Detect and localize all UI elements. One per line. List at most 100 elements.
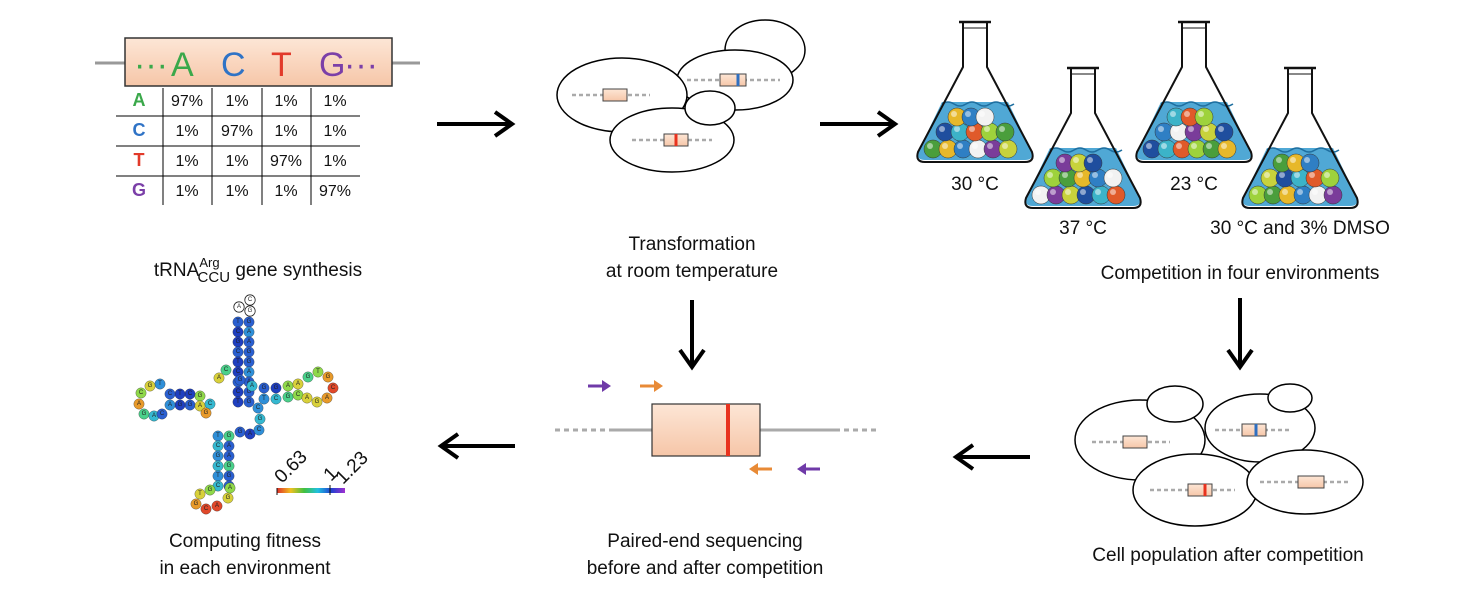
svg-text:C: C <box>204 506 209 512</box>
sequencing-panel: Paired-end sequencing before and after c… <box>555 380 880 579</box>
fitness-panel: ACGTGCAGACGTGCAGACGTGCAGACGTGCAGACGTGCAG… <box>133 294 373 579</box>
primer-forward-inner <box>640 380 663 392</box>
svg-text:C: C <box>256 405 261 411</box>
nucleotide <box>164 399 176 411</box>
cell-ball <box>1217 139 1237 159</box>
competition-panel: 30 °C 37 °C 23 °C 30 °C and 3% DMSO Comp… <box>916 20 1390 284</box>
nucleotide <box>311 396 323 408</box>
svg-text:G: G <box>238 429 243 435</box>
svg-text:G: G <box>227 433 232 439</box>
scale-label-max: 1.23 <box>332 448 373 489</box>
svg-text:T: T <box>216 433 220 439</box>
nucleotide <box>200 407 212 419</box>
trna-cloverleaf: ACGTGCAGACGTGCAGACGTGCAGACGTGCAGACGTGCAG… <box>133 294 339 515</box>
svg-text:A: A <box>247 369 251 375</box>
nucleotide <box>321 392 333 404</box>
nucleotide <box>292 378 304 390</box>
mutation-table <box>116 88 360 205</box>
competition-caption: Competition in four environments <box>1101 263 1380 284</box>
nucleotide <box>156 408 168 420</box>
table-row-label: G <box>132 180 146 200</box>
nucleotide <box>301 392 313 404</box>
sequence-trail: ··· <box>344 46 378 84</box>
nucleotide <box>144 380 156 392</box>
cell-ball <box>1214 122 1234 142</box>
nucleotide <box>244 305 256 317</box>
svg-text:T: T <box>316 369 320 375</box>
svg-text:G: G <box>226 495 231 501</box>
svg-text:T: T <box>236 399 240 405</box>
table-cell: 97% <box>270 153 302 170</box>
table-row-label: T <box>134 150 145 170</box>
arrow-down-2 <box>1226 298 1254 371</box>
svg-text:A: A <box>286 383 290 389</box>
nucleotide <box>200 503 212 515</box>
nucleotide <box>270 393 282 405</box>
nucleotide <box>302 371 314 383</box>
nucleotide <box>220 364 232 376</box>
svg-text:A: A <box>325 395 329 401</box>
svg-text:G: G <box>142 411 147 417</box>
svg-text:G: G <box>194 501 199 507</box>
nucleotide <box>322 371 334 383</box>
table-cell: 1% <box>175 153 198 170</box>
nucleotide <box>244 428 256 440</box>
svg-text:C: C <box>208 401 213 407</box>
svg-text:G: G <box>188 402 193 408</box>
svg-text:G: G <box>286 394 291 400</box>
svg-text:G: G <box>247 389 252 395</box>
flask-label-dmso: 30 °C and 3% DMSO <box>1210 218 1390 239</box>
sequence-letter-a: A <box>171 46 194 84</box>
nucleotide <box>233 301 245 313</box>
sequence-letter-g: G <box>319 46 345 84</box>
nucleotide <box>254 413 266 425</box>
svg-text:T: T <box>216 473 220 479</box>
arrow-left-2 <box>437 432 515 460</box>
svg-text:G: G <box>236 339 241 345</box>
svg-text:C: C <box>257 427 262 433</box>
transformation-caption-line1: Transformation <box>628 234 755 255</box>
transformation-panel: Transformation at room temperature <box>556 19 806 282</box>
primer-reverse-inner <box>749 463 772 475</box>
svg-text:A: A <box>296 381 300 387</box>
table-cell: 1% <box>225 153 248 170</box>
nucleotide <box>234 374 246 386</box>
cell-ball <box>998 139 1018 159</box>
cell-ball <box>1106 185 1126 205</box>
svg-text:A: A <box>250 383 254 389</box>
svg-text:A: A <box>227 443 231 449</box>
nucleotide <box>270 382 282 394</box>
svg-text:C: C <box>216 443 221 449</box>
svg-text:C: C <box>296 392 301 398</box>
table-cell: 1% <box>274 183 297 200</box>
primer-reverse-outer <box>797 463 820 475</box>
nucleotide <box>164 388 176 400</box>
sequence-lead: ··· <box>134 46 168 84</box>
svg-text:G: G <box>208 487 213 493</box>
nucleotide <box>135 387 147 399</box>
arrow-left-1 <box>952 443 1030 471</box>
svg-text:A: A <box>152 413 156 419</box>
svg-text:C: C <box>248 297 253 303</box>
table-cell: 1% <box>323 153 346 170</box>
svg-text:C: C <box>274 396 279 402</box>
svg-text:T: T <box>236 319 240 325</box>
flask <box>1024 66 1142 209</box>
flask-label-23c: 23 °C <box>1170 174 1218 195</box>
nucleotide <box>246 380 258 392</box>
svg-text:A: A <box>228 485 232 491</box>
svg-text:A: A <box>247 339 251 345</box>
svg-text:G: G <box>306 374 311 380</box>
transformation-caption-line2: at room temperature <box>606 261 778 282</box>
arrow-right-2 <box>820 110 899 138</box>
sequence-letter-t: T <box>271 46 292 84</box>
svg-text:G: G <box>238 377 243 383</box>
population-panel: Cell population after competition <box>1074 383 1364 566</box>
table-cell: 97% <box>319 183 351 200</box>
reverse-primers <box>749 463 820 475</box>
nucleotide <box>232 396 244 408</box>
table-cell: 97% <box>221 123 253 140</box>
